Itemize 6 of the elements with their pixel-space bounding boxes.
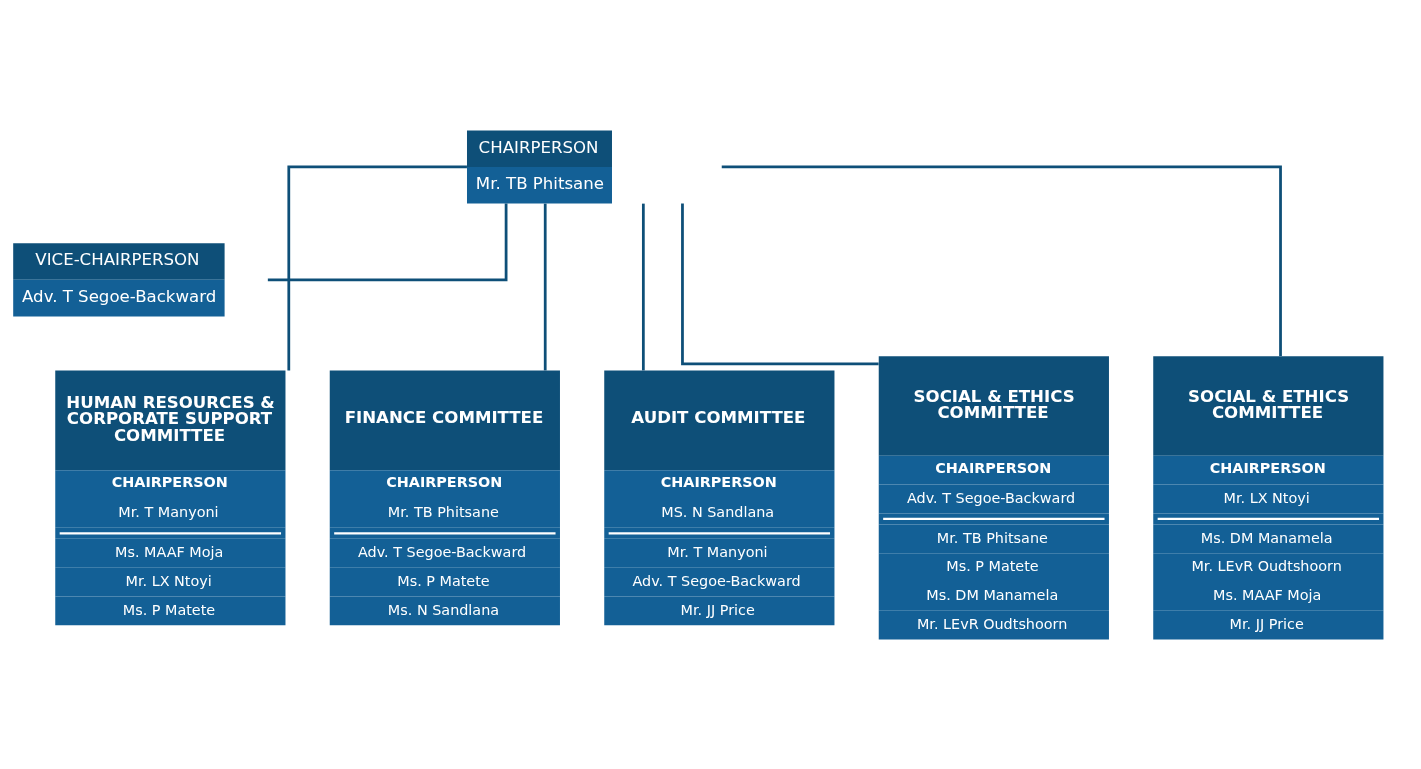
connector <box>543 203 547 370</box>
connector <box>721 165 1282 356</box>
connector <box>287 165 467 370</box>
connector <box>681 203 879 365</box>
connector <box>641 203 645 370</box>
connector <box>267 203 508 281</box>
